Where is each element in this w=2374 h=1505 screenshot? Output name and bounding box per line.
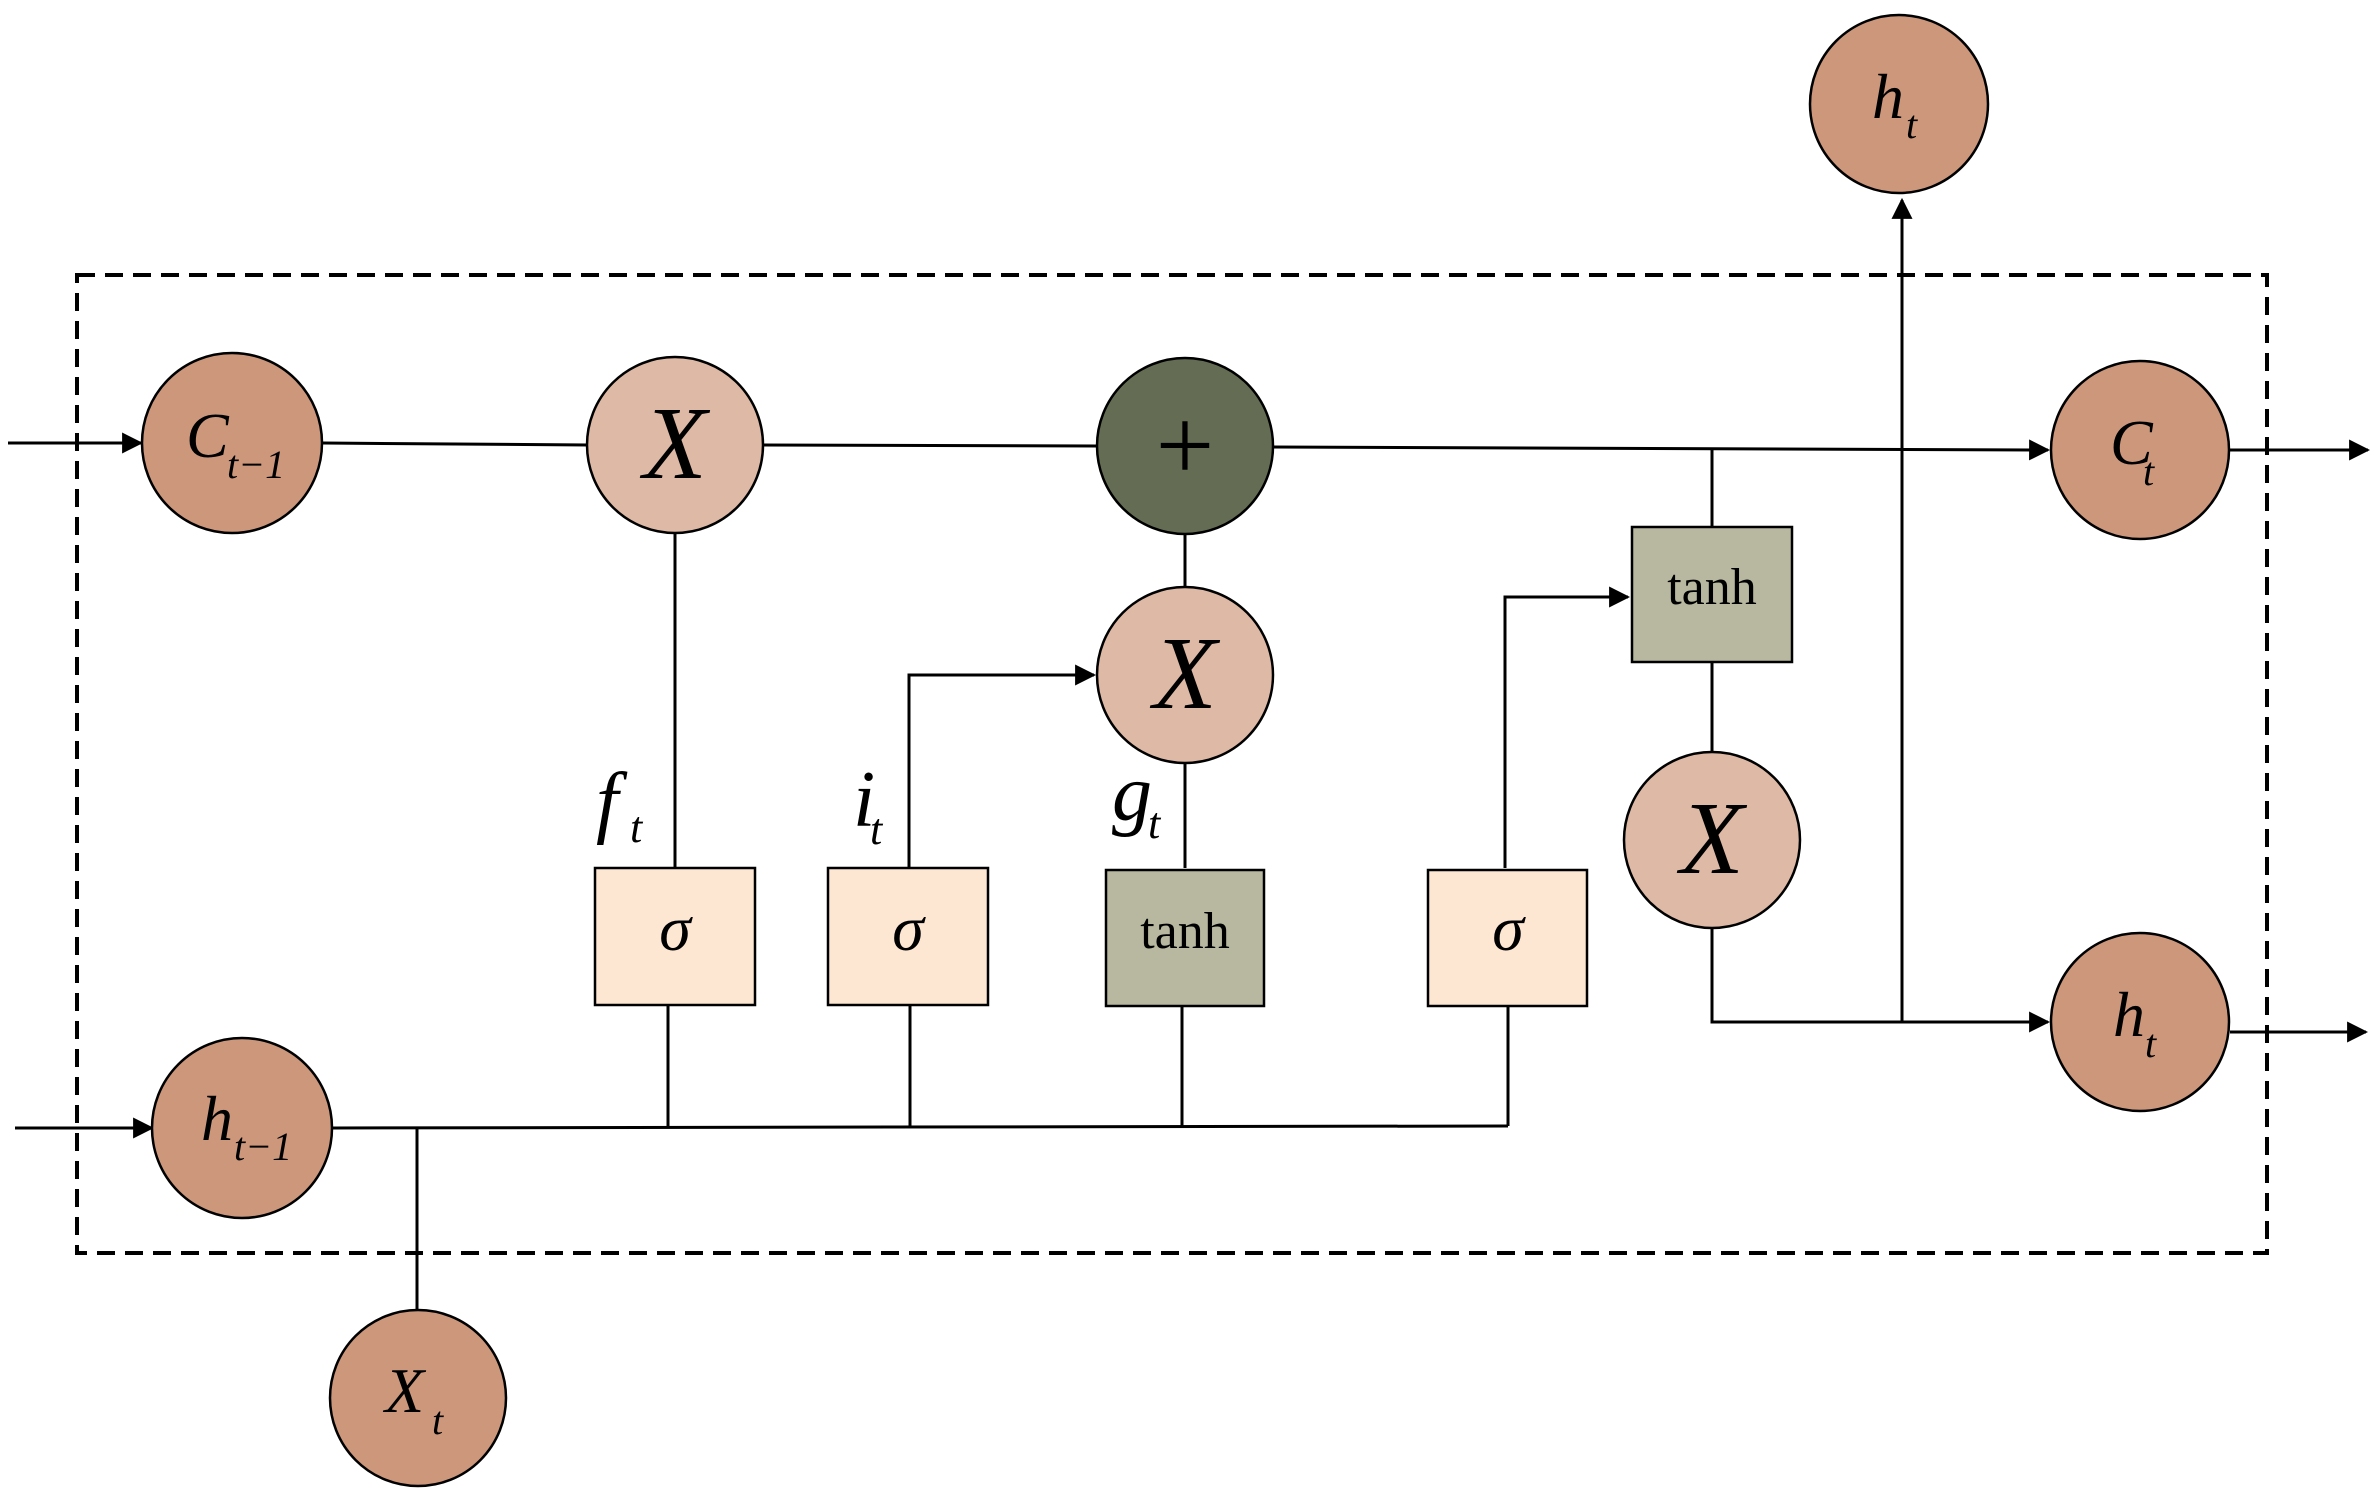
node-h-t-top-sub: t <box>1906 102 1918 147</box>
node-h-prev-sub: t−1 <box>234 1124 292 1169</box>
forget-gate-sigma: σ <box>593 866 757 1007</box>
node-h-t-right: h t <box>2049 931 2231 1113</box>
gate-label-f-main: f <box>596 758 628 846</box>
input-gate-sigma-symbol: σ <box>892 893 926 964</box>
node-c-prev: C t−1 <box>140 351 324 535</box>
cell-tanh-label: tanh <box>1667 559 1757 616</box>
forget-gate-sigma-symbol: σ <box>659 893 693 964</box>
candidate-tanh-box: tanh <box>1104 868 1266 1008</box>
gate-label-f: f t <box>596 758 644 852</box>
cell-boundary <box>75 273 2269 1255</box>
node-h-t-top: h t <box>1808 13 1990 195</box>
gate-label-f-sub: t <box>630 803 644 852</box>
node-c-t-label: C <box>2110 407 2154 478</box>
gate-label-g: g t <box>1112 750 1162 848</box>
output-gate-sigma-symbol: σ <box>1492 893 1526 964</box>
node-x-t-label: X <box>382 1355 427 1426</box>
candidate-tanh-label: tanh <box>1140 903 1230 960</box>
node-c-t: C t <box>2049 359 2231 541</box>
gate-label-i-main: i <box>853 756 875 844</box>
node-h-prev-label: h <box>201 1083 233 1154</box>
node-c-prev-sub: t−1 <box>227 442 285 487</box>
node-c-t-sub: t <box>2143 449 2155 494</box>
add-symbol: + <box>1156 388 1215 503</box>
gate-label-g-main: g <box>1112 750 1152 838</box>
gate-label-i: i t <box>853 756 884 854</box>
connections <box>8 197 2371 1312</box>
output-gate-sigma: σ <box>1426 868 1589 1008</box>
forget-multiply-node: X <box>585 355 765 535</box>
node-x-t-sub: t <box>432 1398 444 1443</box>
node-h-prev: h t−1 <box>150 1036 334 1220</box>
input-multiply-symbol: X <box>1149 616 1220 731</box>
gate-label-g-sub: t <box>1148 799 1162 848</box>
node-h-t-right-label: h <box>2113 979 2145 1050</box>
gate-label-i-sub: t <box>870 805 884 854</box>
node-h-t-right-sub: t <box>2145 1021 2157 1066</box>
node-h-t-top-label: h <box>1872 61 1904 132</box>
cell-tanh-box: tanh <box>1630 525 1794 664</box>
input-multiply-node: X <box>1095 585 1275 765</box>
input-gate-sigma: σ <box>826 866 990 1007</box>
forget-multiply-symbol: X <box>639 386 710 501</box>
cell-add-node: + <box>1095 356 1275 536</box>
node-x-t: X t <box>328 1308 508 1488</box>
node-c-prev-label: C <box>186 400 230 471</box>
output-multiply-node: X <box>1622 750 1802 930</box>
output-multiply-symbol: X <box>1676 781 1747 896</box>
